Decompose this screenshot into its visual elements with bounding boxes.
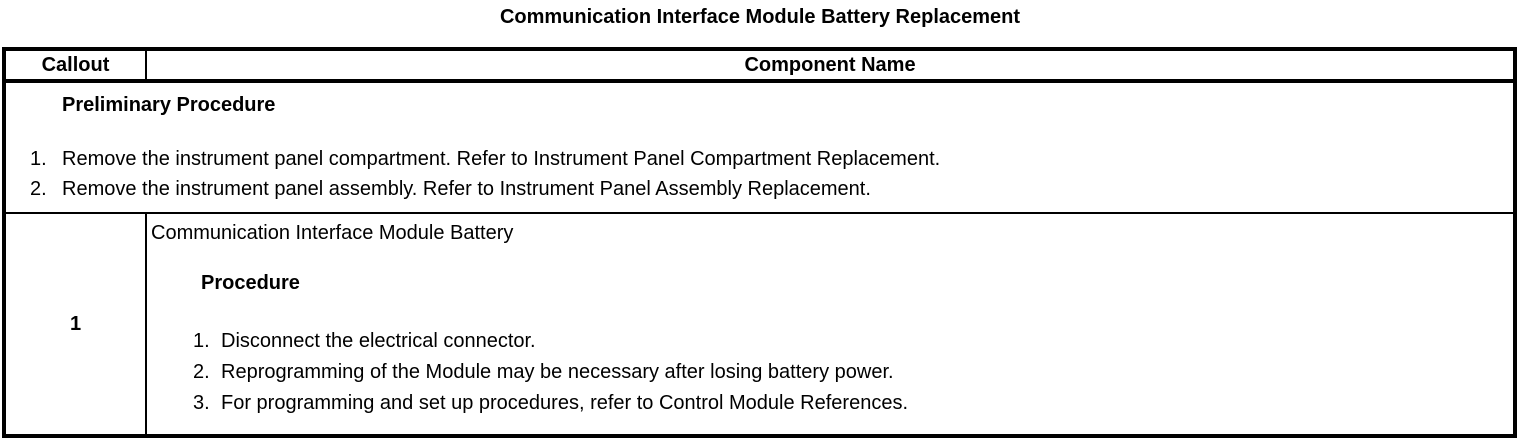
callout-column-header: Callout	[6, 51, 147, 79]
page-title: Communication Interface Module Battery R…	[499, 6, 1021, 28]
procedure-step: Remove the instrument panel compartment.…	[30, 148, 941, 170]
preliminary-steps-list: Remove the instrument panel compartment.…	[6, 148, 1513, 200]
component-name-column-header: Component Name	[744, 53, 916, 76]
callout-cell: 1	[6, 214, 147, 434]
procedure-step: For programming and set up procedures, r…	[193, 392, 909, 414]
procedure-step: Reprogramming of the Module may be neces…	[193, 361, 894, 383]
procedure-step: Disconnect the electrical connector.	[193, 330, 536, 352]
component-table: Callout Component Name Preliminary Proce…	[2, 47, 1517, 438]
preliminary-procedure-row: Preliminary Procedure Remove the instrum…	[6, 83, 1513, 214]
component-cell: Communication Interface Module Battery P…	[147, 214, 1513, 434]
procedure-steps-list: Disconnect the electrical connector. Rep…	[151, 330, 1513, 414]
preliminary-procedure-heading: Preliminary Procedure	[62, 94, 276, 116]
procedure-heading: Procedure	[201, 272, 300, 294]
table-row: 1 Communication Interface Module Battery…	[6, 214, 1513, 434]
table-header-row: Callout Component Name	[6, 51, 1513, 83]
procedure-step: Remove the instrument panel assembly. Re…	[30, 178, 871, 200]
component-name-text: Communication Interface Module Battery	[151, 222, 514, 244]
